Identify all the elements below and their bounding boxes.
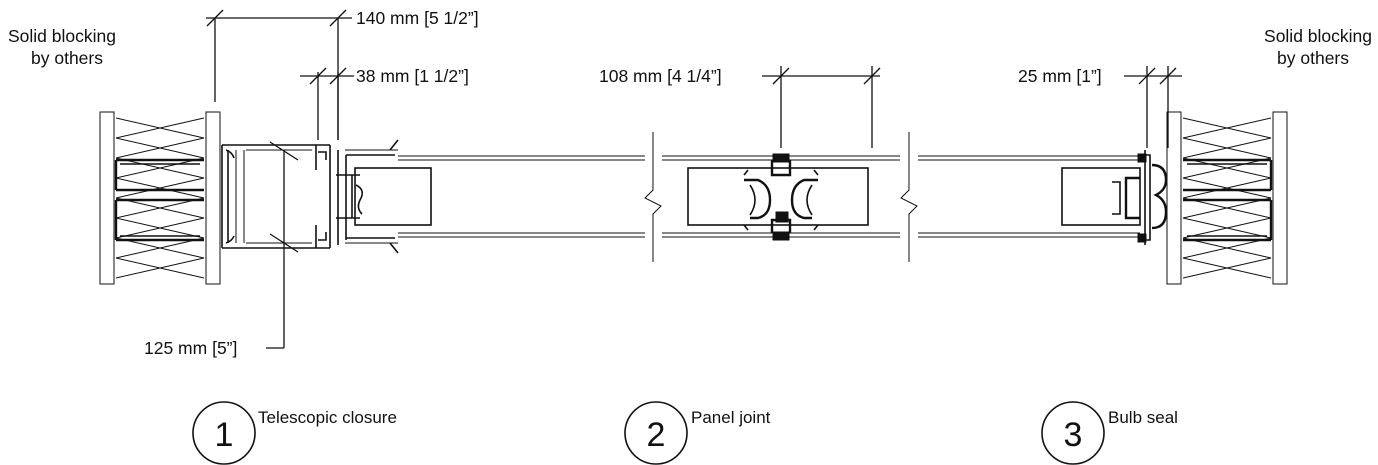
right-wall xyxy=(1166,111,1288,285)
dim-25-label: 25 mm [1”] xyxy=(1018,66,1102,86)
dim-140-label: 140 mm [5 1/2”] xyxy=(356,8,479,28)
solid-blocking-right-line2: by others xyxy=(1277,48,1349,68)
dim-108-label: 108 mm [4 1/4”] xyxy=(599,66,722,86)
callout-2: 2 Panel joint xyxy=(624,401,771,465)
solid-blocking-right-line1: Solid blocking xyxy=(1264,26,1372,46)
dimension-125: 125 mm [5”] xyxy=(144,141,299,358)
bulb-seal-detail xyxy=(1061,150,1168,245)
callout-3: 3 Bulb seal xyxy=(1041,401,1178,465)
panel-joint-detail xyxy=(687,153,869,241)
dimension-25: 25 mm [1”] xyxy=(1018,66,1182,148)
callout-1-number: 1 xyxy=(215,416,234,454)
callout-3-label: Bulb seal xyxy=(1108,408,1178,427)
dim-38-label: 38 mm [1 1/2”] xyxy=(356,66,469,86)
callout-3-number: 3 xyxy=(1064,416,1083,454)
dimension-38: 38 mm [1 1/2”] xyxy=(300,66,469,140)
left-wall xyxy=(99,111,221,285)
dim-125-label: 125 mm [5”] xyxy=(144,338,237,358)
callout-2-label: Panel joint xyxy=(691,408,771,427)
solid-blocking-left-line2: by others xyxy=(31,48,103,68)
callout-1-label: Telescopic closure xyxy=(258,408,397,427)
callout-1: 1 Telescopic closure xyxy=(192,401,397,465)
dimension-108: 108 mm [4 1/4”] xyxy=(599,66,881,148)
telescopic-closure-detail xyxy=(221,139,432,254)
solid-blocking-left-line1: Solid blocking xyxy=(8,26,116,46)
callout-2-number: 2 xyxy=(647,416,666,454)
